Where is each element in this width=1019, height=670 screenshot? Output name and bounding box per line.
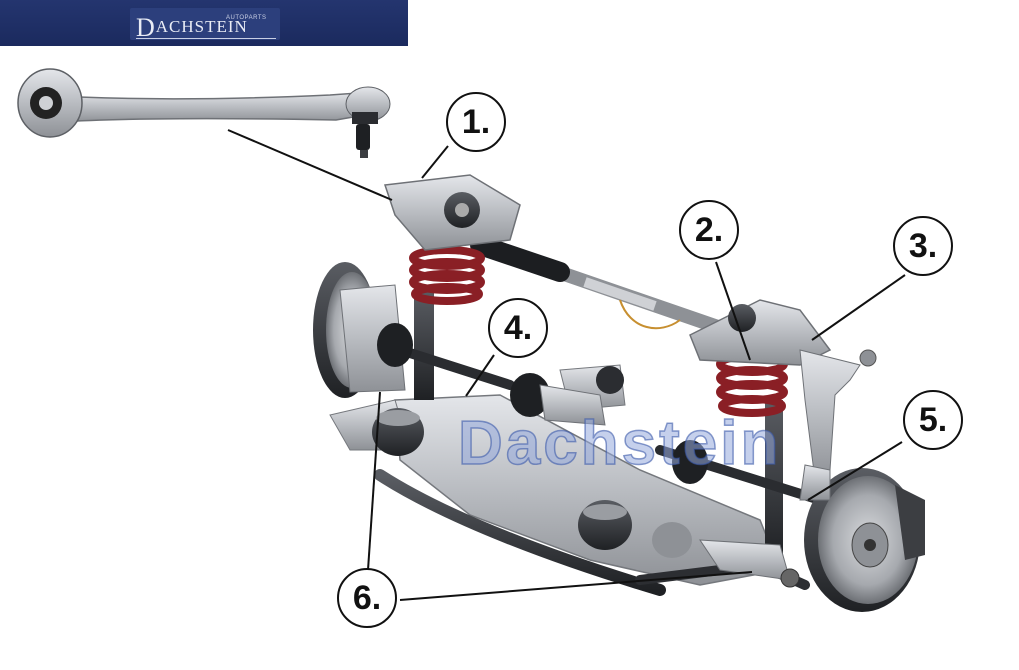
leader-line-6b xyxy=(399,571,753,601)
callout-5: 5. xyxy=(903,390,963,450)
right-control-arm xyxy=(799,349,877,481)
leader-line-1 xyxy=(421,145,449,179)
leader-line-2 xyxy=(715,261,751,361)
left-strut xyxy=(383,174,521,400)
callout-2: 2. xyxy=(679,200,739,260)
brand-tagline: AUTOPARTS xyxy=(226,15,267,21)
logo-rule xyxy=(136,38,276,39)
leader-lines xyxy=(227,129,906,601)
leader-line-3 xyxy=(811,274,906,341)
callout-6: 6. xyxy=(337,568,397,628)
callout-1: 1. xyxy=(446,92,506,152)
right-driveshaft xyxy=(655,440,825,505)
leader-line-6a xyxy=(367,391,381,571)
leader-line-arm xyxy=(227,129,393,201)
brand-name: DACHSTEIN xyxy=(136,13,248,43)
right-strut xyxy=(689,299,832,560)
left-driveshaft xyxy=(377,323,606,426)
callout-4: 4. xyxy=(488,298,548,358)
callout-3: 3. xyxy=(893,216,953,276)
brand-rest: ACHSTEIN xyxy=(155,17,248,36)
control-arm-part xyxy=(17,68,391,158)
subframe-mounts xyxy=(372,366,692,558)
right-brake-disc xyxy=(799,464,925,612)
lower-link xyxy=(699,539,800,588)
watermark-text: Dachstein xyxy=(457,408,782,479)
logo-band xyxy=(130,8,280,40)
brand-logo-banner: DACHSTEIN AUTOPARTS xyxy=(0,0,408,46)
brand-initial: D xyxy=(136,13,156,42)
leader-line-4 xyxy=(465,354,495,397)
leader-line-5 xyxy=(807,441,903,501)
